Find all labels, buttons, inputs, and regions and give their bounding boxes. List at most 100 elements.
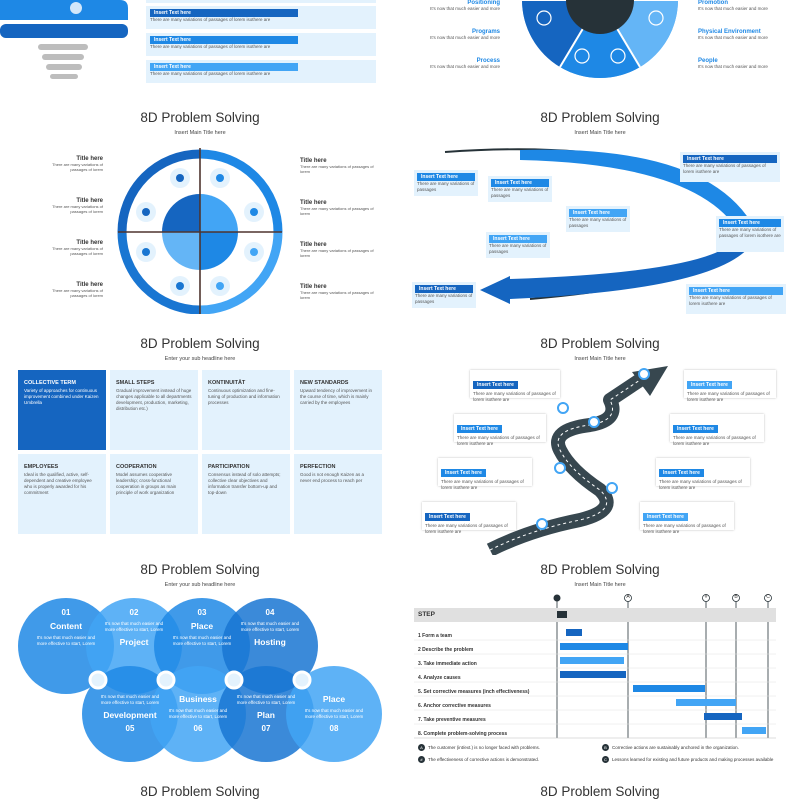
slide-subtitle: Enter your sub headline here <box>164 582 236 588</box>
slide-subtitle: Insert Main Title here <box>574 130 626 136</box>
slide-gantt: 8D Problem Solving Insert Main Title her… <box>400 556 800 781</box>
label-title: Process <box>476 58 500 64</box>
step-label: 4. Analyze causes <box>418 675 461 681</box>
bar-label: Insert Text here <box>150 63 298 71</box>
card-text: There are many variations of passages <box>417 181 475 193</box>
slide-bulb-bars: Insert Text here There are many variatio… <box>0 0 400 105</box>
legend-key: C <box>602 756 609 763</box>
slide-kaizen-grid: 8D Problem Solving Enter your sub headli… <box>0 330 400 555</box>
slide-curved-arrow: 8D Problem Solving Insert Main Title her… <box>400 104 800 329</box>
milestone-label: # <box>704 594 708 600</box>
card-text: There are many variations of passages of… <box>659 479 742 491</box>
circle-number: 02 <box>129 608 139 617</box>
milestone-label: C <box>766 594 770 600</box>
slide-overlap-circles: 8D Problem Solving Enter your sub headli… <box>0 556 400 781</box>
item-text: There are many variations of passages of… <box>300 206 374 217</box>
slide-subtitle: Insert Main Title here <box>174 130 226 136</box>
bar-text: There are many variations of passages of… <box>150 71 271 76</box>
legend-text: The effectiveness of corrective actions … <box>428 757 539 762</box>
slide-title: 8D Problem Solving <box>140 562 260 577</box>
bar-text: There are many variations of passages of… <box>150 17 271 22</box>
card-text: There are many variations of passages of… <box>643 523 726 535</box>
cell-text: Gradual improvement instead of huge chan… <box>116 388 192 412</box>
card-label: Insert Text here <box>489 235 547 243</box>
label-title: Physical Environment <box>698 29 761 35</box>
label-title: Promotion <box>698 0 728 6</box>
cell-text: Ideal is the qualified, active, self-dep… <box>24 472 92 496</box>
card-label: Insert Text here <box>473 381 518 389</box>
card-text: There are many variations of passages <box>415 293 473 305</box>
item-title: Title here <box>76 156 103 162</box>
circle-name: Project <box>119 637 149 648</box>
cell-text: Consensus instead of solo attempts; coll… <box>208 472 281 496</box>
circle-item: It's now that much easier and more effec… <box>236 694 296 733</box>
card-label: Insert Text here <box>425 513 470 521</box>
slide-title: 8D Problem Solving <box>540 562 660 577</box>
item-text: There are many variations of passages of… <box>300 248 374 259</box>
step-label: 5. Set corrective measures (inch effecti… <box>418 689 530 695</box>
card-text: There are many variations of passages of… <box>441 479 524 491</box>
label-title: Programs <box>471 29 500 35</box>
circle-name: Plan <box>257 710 275 721</box>
card-label: Insert Text here <box>689 287 783 295</box>
cell-text: Upward tendency of improvement in the co… <box>300 388 373 406</box>
step-list: 1 Form a team 2 Describe the problem 3. … <box>418 629 558 741</box>
label-text: It's now that much easier and more <box>430 6 500 11</box>
card-text: There are many variations of passages of… <box>473 391 556 403</box>
legend-key: # <box>418 756 425 763</box>
card-text: There are many variations of passages of… <box>425 523 508 535</box>
card-label: Insert Text here <box>491 179 549 187</box>
quadrant-wheel <box>117 148 283 314</box>
item-text: There are many variations of passages of… <box>300 290 374 301</box>
circle-name: Hosting <box>254 637 286 648</box>
item-title: Title here <box>300 242 327 248</box>
slide-title: 8D Problem Solving <box>140 336 260 351</box>
grid-cell: SMALL STEPS Gradual improvement instead o… <box>110 370 198 450</box>
slide-title: 8D Problem Solving <box>540 336 660 351</box>
cell-title: COLLECTIVE TERM <box>24 380 76 386</box>
circle-number: 07 <box>261 724 271 734</box>
bar-label: Insert Text here <box>150 36 298 44</box>
cell-title: SMALL STEPS <box>116 380 155 386</box>
step-label: 3. Take immediate action <box>418 661 477 667</box>
circle-number: 03 <box>197 608 207 617</box>
label-text: It's now that much easier and more <box>430 64 500 69</box>
slide-title: 8D Problem Solving <box>540 110 660 125</box>
legend-item: #The effectiveness of corrective actions… <box>418 756 602 763</box>
circle-text: It's now that much easier and more effec… <box>236 694 296 706</box>
step-label: 7. Take preventive measures <box>418 717 486 723</box>
item-text: There are many variations of passages of… <box>52 288 103 299</box>
legend-text: The customer (int/ext.) is no longer fac… <box>428 745 541 750</box>
item-title: Title here <box>76 282 103 288</box>
cell-text: Model assumes cooperative leadership; cr… <box>116 472 177 496</box>
slide-subtitle: Enter your sub headline here <box>164 356 236 362</box>
card-text: There are many variations of passages of… <box>683 163 766 175</box>
card-text: There are many variations of passages of… <box>673 435 756 447</box>
item-text: There are many variations of passages of… <box>52 204 103 215</box>
next-slide-title: 8D Problem Solving <box>140 784 260 799</box>
card-label: Insert Text here <box>673 425 718 433</box>
